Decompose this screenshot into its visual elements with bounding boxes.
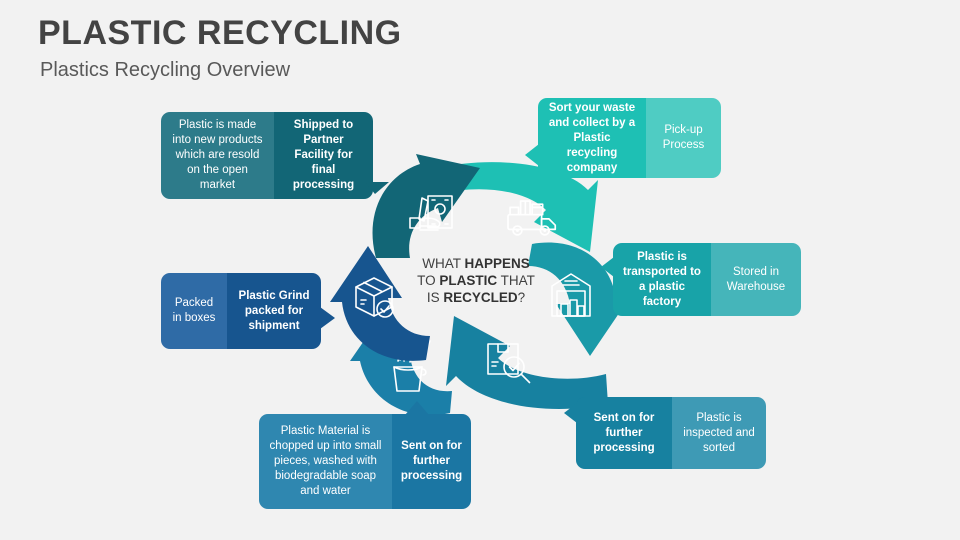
card-pick-up-process-bold: Sort your waste and collect by a Plastic… (538, 98, 646, 178)
box-magnifier-icon (487, 343, 531, 384)
card-inspected-and-sorted[interactable]: Sent on for further processing Plastic i… (564, 397, 766, 469)
card-inspected-and-sorted-tail (564, 403, 577, 423)
card-stored-in-warehouse[interactable]: Plastic is transported to a plastic fact… (601, 243, 801, 316)
truck-icon (507, 200, 557, 236)
card-chopped-and-washed-bold: Sent on for further processing (392, 414, 471, 509)
center-question-line3: IS RECYCLED? (426, 290, 526, 305)
box-check-icon (355, 277, 394, 318)
ring-segment-collection-truck (430, 160, 600, 270)
page-title: PLASTIC RECYCLING (38, 14, 402, 52)
page-subtitle: Plastics Recycling Overview (40, 59, 291, 81)
card-pick-up-process-tail (525, 144, 539, 166)
card-pick-up-process[interactable]: Sort your waste and collect by a Plastic… (525, 98, 721, 178)
warehouse-icon (551, 273, 591, 317)
card-chopped-and-washed[interactable]: Plastic Material is chopped up into smal… (259, 401, 471, 509)
card-shipped-to-partner-facility-bold: Shipped to Partner Facility for final pr… (274, 112, 373, 199)
card-stored-in-warehouse-tail (601, 257, 614, 277)
card-packed-for-shipment-bold: Plastic Grind packed for shipment (227, 273, 321, 349)
card-packed-for-shipment-plain: Packed in boxes (161, 273, 227, 349)
card-pick-up-process-plain: Pick-up Process (646, 98, 721, 178)
ring-segment-packaging (330, 238, 446, 366)
card-chopped-and-washed-plain: Plastic Material is chopped up into smal… (259, 414, 392, 509)
ring-segment-inspection (446, 308, 616, 418)
card-stored-in-warehouse-bold: Plastic is transported to a plastic fact… (613, 243, 711, 316)
card-shipped-to-partner-facility-tail (365, 182, 389, 194)
center-question-line2: TO PLASTIC THAT (417, 273, 535, 288)
hand-money-icon (409, 195, 453, 231)
card-packed-for-shipment[interactable]: Packed in boxes Plastic Grind packed for… (161, 273, 335, 349)
card-inspected-and-sorted-bold: Sent on for further processing (576, 397, 672, 469)
card-stored-in-warehouse-plain: Stored in Warehouse (711, 243, 801, 316)
center-question: WHAT HAPPENS TO PLASTIC THAT IS RECYCLED… (408, 255, 544, 306)
center-question-line1: WHAT HAPPENS (422, 256, 530, 271)
ring-segment-resale (368, 154, 492, 278)
card-shipped-to-partner-facility[interactable]: Plastic is made into new products which … (161, 112, 389, 199)
card-shipped-to-partner-facility-plain: Plastic is made into new products which … (161, 112, 274, 199)
card-chopped-and-washed-tail (405, 401, 429, 415)
card-packed-for-shipment-tail (320, 307, 335, 329)
card-inspected-and-sorted-plain: Plastic is inspected and sorted (672, 397, 766, 469)
